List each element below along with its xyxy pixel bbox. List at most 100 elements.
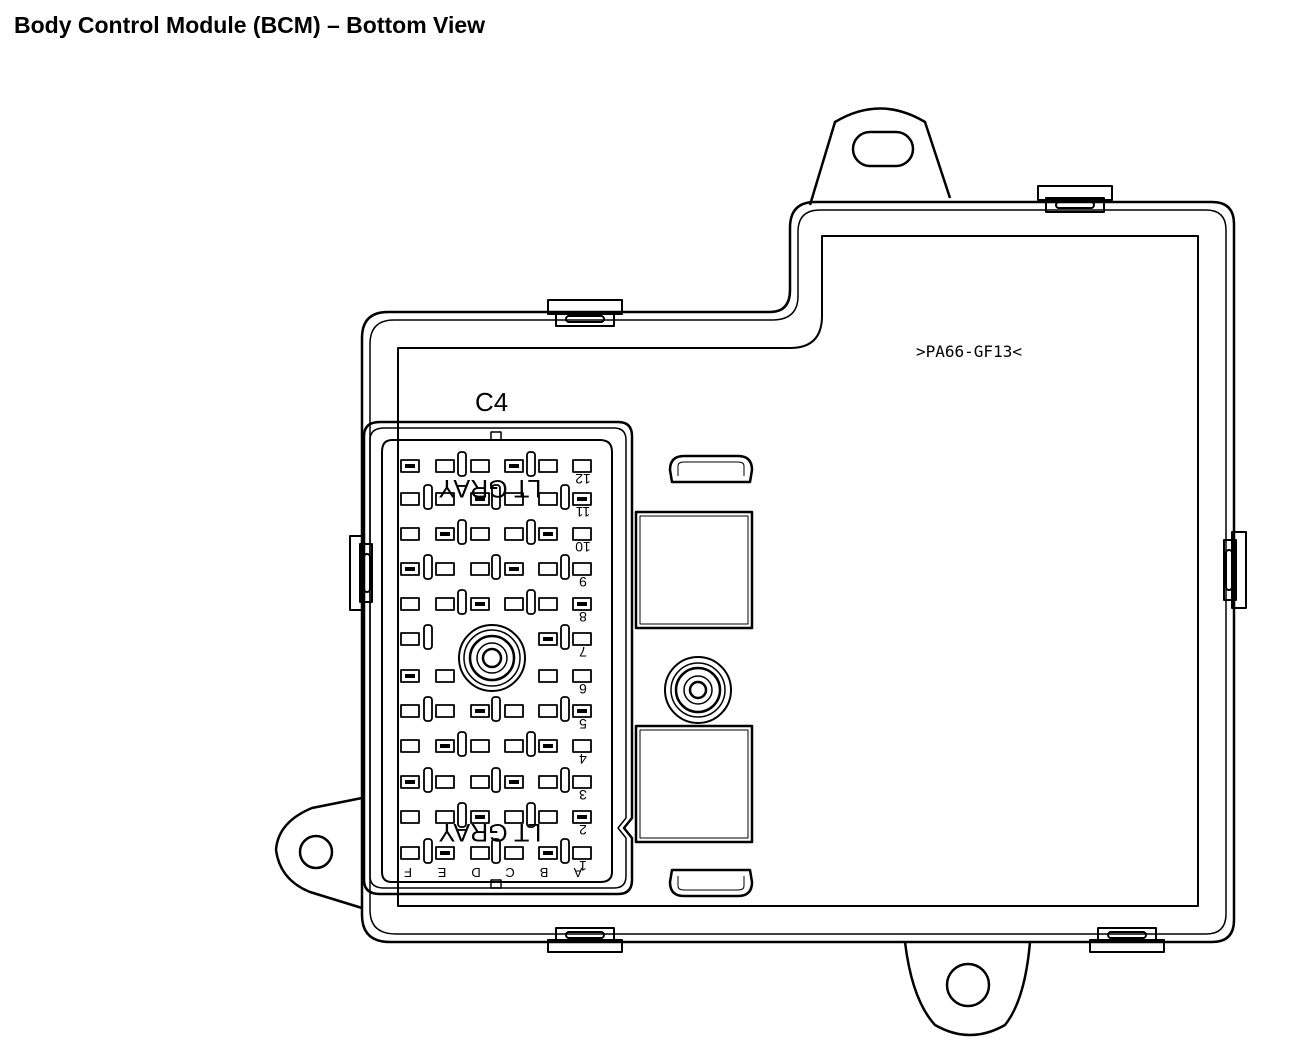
pin-lock [457,589,467,615]
pin-terminal [440,744,450,748]
row-number-label: 7 [579,644,587,660]
pin-cavity [470,704,490,718]
pin-terminal [405,567,415,571]
pin-cavity [538,492,558,506]
pin-cavity [435,527,455,541]
pin-cavity [504,527,524,541]
pin-cavity [400,669,420,683]
housing-outline [274,107,1236,1037]
pin-lock [457,451,467,477]
pin-cavity [504,775,524,789]
pin-lock [560,767,570,793]
pin-cavity [572,810,592,824]
latch-tabs [349,185,1247,953]
pin-lock [491,554,501,580]
pin-lock [423,838,433,864]
column-letter-label: C [505,865,514,880]
diagram-title: Body Control Module (BCM) – Bottom View [14,12,486,38]
pin-cavity [470,810,490,824]
pin-cavity [470,775,490,789]
pin-cavity [538,632,558,646]
pin-cavity [400,632,420,646]
row-number-label: 4 [579,751,587,767]
pin-cavity [435,492,455,506]
pin-cavity [400,527,420,541]
pin-terminal [543,637,553,641]
pin-cavity [504,704,524,718]
pin-cavity [572,739,592,753]
pin-cavity [504,459,524,473]
pin-cavity [538,739,558,753]
row-number-label: 10 [575,539,591,555]
pin-cavity [400,459,420,473]
pin-cavity [470,846,490,860]
pin-lock [560,624,570,650]
pin-terminal [475,497,485,501]
pin-cavity [538,597,558,611]
connector-label: C4 [475,387,508,417]
pin-lock [526,802,536,828]
pin-lock [526,519,536,545]
pin-cavity [400,739,420,753]
pin-terminal [509,780,519,784]
pin-cavity [435,704,455,718]
pin-cavity [400,704,420,718]
pin-lock [560,838,570,864]
pin-cavity [504,492,524,506]
pin-cavity [538,459,558,473]
pin-terminal [475,602,485,606]
pin-cavity [504,562,524,576]
row-number-label: 2 [579,822,587,838]
pin-cavity [538,775,558,789]
row-number-label: 6 [579,681,587,697]
pin-cavity [470,562,490,576]
connector-c4 [362,420,634,896]
pin-cavity [504,846,524,860]
pin-cavity [572,704,592,718]
pin-terminal [577,709,587,713]
column-letter-label: D [471,865,480,880]
row-number-label: 11 [576,504,591,520]
pin-lock [423,624,433,650]
pin-lock [423,767,433,793]
pin-cavity [538,704,558,718]
pin-terminal [440,532,450,536]
pin-cavity [504,597,524,611]
pin-lock [526,731,536,757]
pin-lock [491,484,501,510]
pin-lock [560,484,570,510]
pin-cavity [435,846,455,860]
pin-cavity [504,739,524,753]
row-number-label: 9 [579,574,587,590]
pin-cavity [435,597,455,611]
pin-cavity [572,562,592,576]
pin-cavity [572,597,592,611]
pin-cavity [435,562,455,576]
pin-terminal [405,674,415,678]
pin-terminal [577,497,587,501]
pin-cavity [470,527,490,541]
connector-pin-field [400,451,592,864]
pin-cavity [470,739,490,753]
pin-lock [423,554,433,580]
pin-cavity [435,810,455,824]
pin-cavity [400,562,420,576]
pin-terminal [475,709,485,713]
pin-terminal [543,744,553,748]
pin-lock [457,731,467,757]
column-letter-label: B [540,865,549,880]
pin-cavity [470,492,490,506]
row-number-label: 1 [579,858,587,874]
pin-cavity [400,810,420,824]
pin-cavity [504,810,524,824]
pin-cavity [470,597,490,611]
pin-lock [423,696,433,722]
color-marking-top: LT GRAY [438,474,541,502]
pin-terminal [543,532,553,536]
row-number-label: 12 [575,471,591,487]
pin-cavity [538,669,558,683]
pin-cavity [435,775,455,789]
pin-terminal [509,567,519,571]
